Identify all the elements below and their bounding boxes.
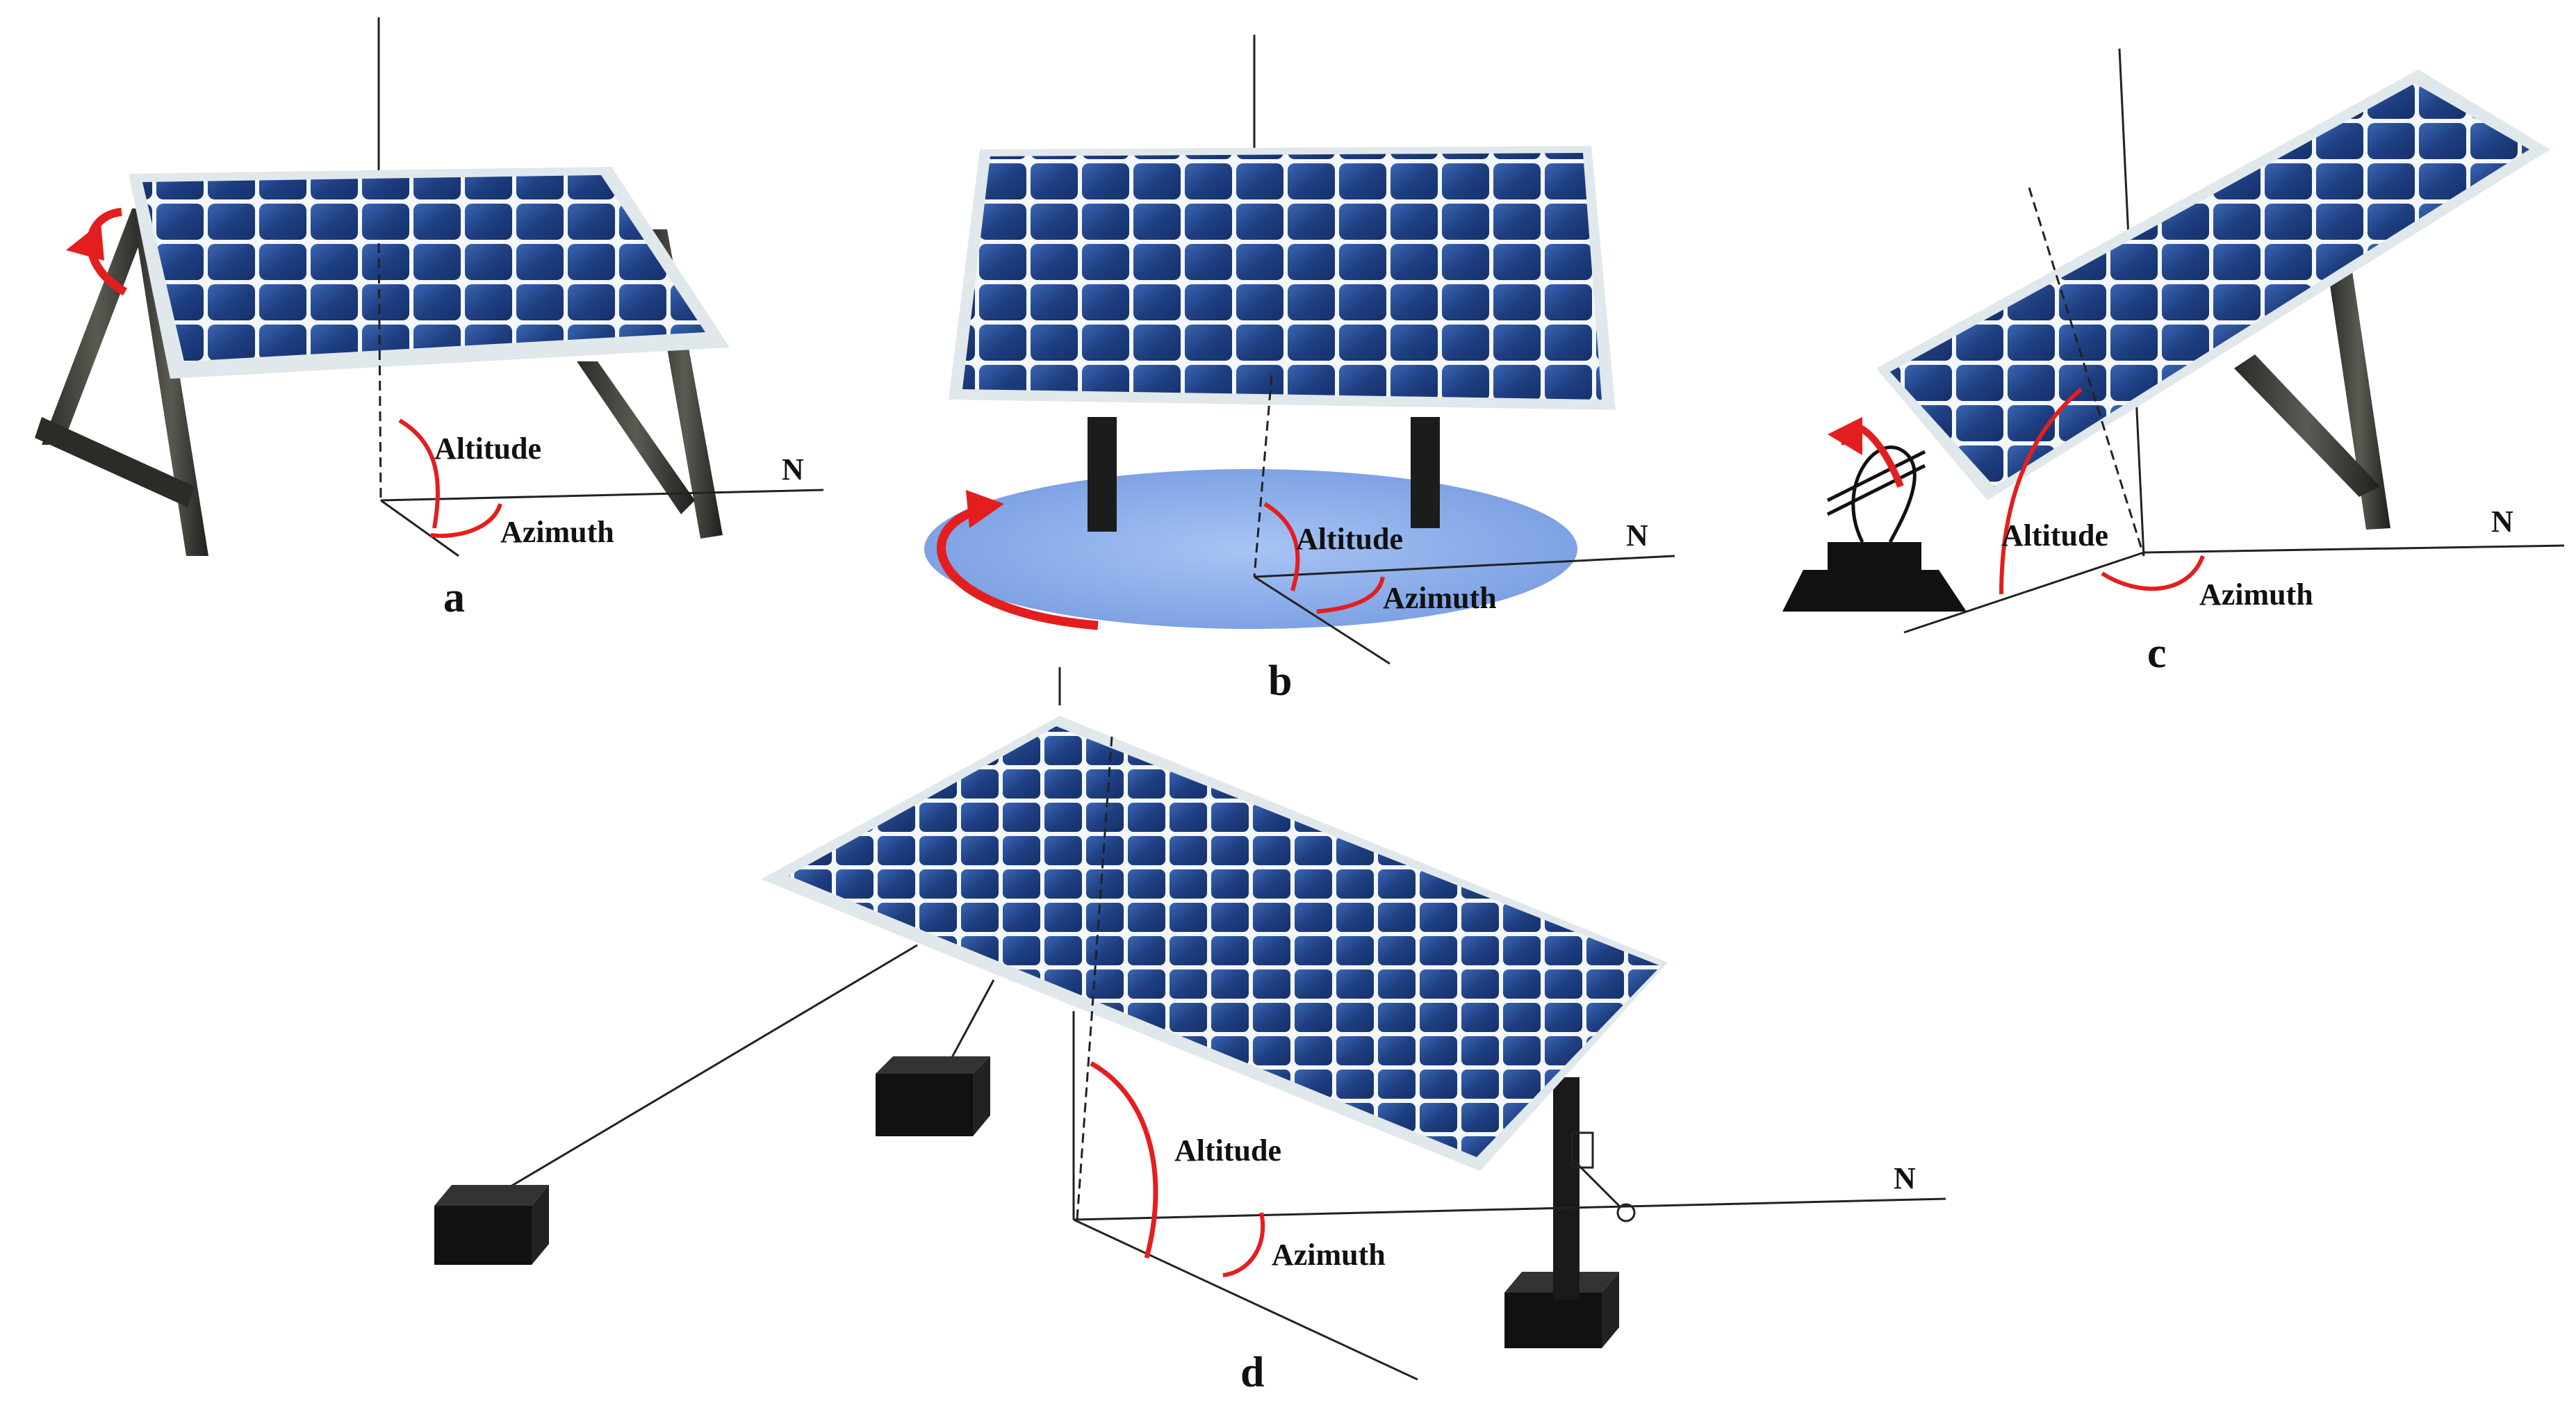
north-label: N [782,452,804,486]
support-post-left [1088,417,1117,532]
azimuth-label: Azimuth [1383,581,1497,615]
a-frame-left-leg [35,208,208,556]
north-label: N [2491,505,2513,539]
actuator-arm [1573,1159,1624,1211]
panel-label: d [1240,1349,1264,1396]
arrow-head-icon [966,490,1004,528]
panel-b: Altitude Azimuth N b [924,35,1675,705]
altitude-label: Altitude [1296,522,1403,556]
azimuth-label: Azimuth [2199,578,2313,612]
panel-a: Altitude Azimuth N a [35,17,824,621]
support-post-right [1411,417,1440,528]
azimuth-label: Azimuth [500,515,614,549]
azimuth-label: Azimuth [1272,1238,1386,1272]
panel-c: Altitude Azimuth N c [1782,48,2565,677]
azimuth-arc [1222,1212,1265,1277]
panel-label: a [443,574,465,621]
azimuth-arc [430,502,502,538]
solar-panel-c [1876,69,2550,500]
panel-d: Altitude Azimuth N d [434,667,1946,1396]
north-axis [2143,544,2565,554]
azimuth-arc [1316,576,1385,614]
north-label: N [1894,1161,1916,1195]
panel-normal-dashed [2028,187,2145,557]
motor-base [1782,570,1967,612]
arrow-head-icon [66,222,104,261]
motor-shaft [1826,450,1926,516]
actuator-pivot [1616,1203,1636,1222]
tilt-support-leg [2234,271,2390,530]
horizontal-projection [1903,551,2144,634]
ballast-block-right [1504,1272,1619,1348]
altitude-label: Altitude [2001,518,2108,552]
panel-normal-dashed [377,243,382,501]
north-axis [1254,555,1675,578]
ballast-block-left [434,1185,549,1265]
horizontal-projection [380,499,459,557]
actuator-post [1553,1077,1580,1300]
motor-housing [1828,542,1921,573]
panel-label: b [1268,657,1292,705]
north-label: N [1626,518,1648,552]
solar-panel-b [949,146,1616,410]
altitude-label: Altitude [1174,1133,1281,1168]
altitude-arc [1090,1061,1158,1259]
north-axis [380,489,824,502]
altitude-label: Altitude [434,432,541,466]
solar-panel-a [129,167,730,379]
solar-panel-d [761,716,1668,1171]
north-axis [1073,1197,1946,1221]
rotation-arrow-icon [937,502,1099,630]
altitude-arc [1263,502,1300,591]
support-cable [507,944,918,1190]
ballast-block-middle [876,1056,990,1136]
horizontal-projection [1073,1218,1418,1381]
altitude-arc [1999,387,2083,595]
arrow-head-icon [1828,417,1862,455]
panel-normal-dashed [1076,736,1113,1220]
panel-label: c [2147,630,2167,677]
crank-handle-icon [1851,445,1917,543]
support-cable [944,979,995,1071]
altitude-arc [398,418,440,529]
azimuth-arc [2101,555,2205,591]
panel-normal-dashed [1253,375,1273,578]
horizontal-projection [1254,575,1390,665]
